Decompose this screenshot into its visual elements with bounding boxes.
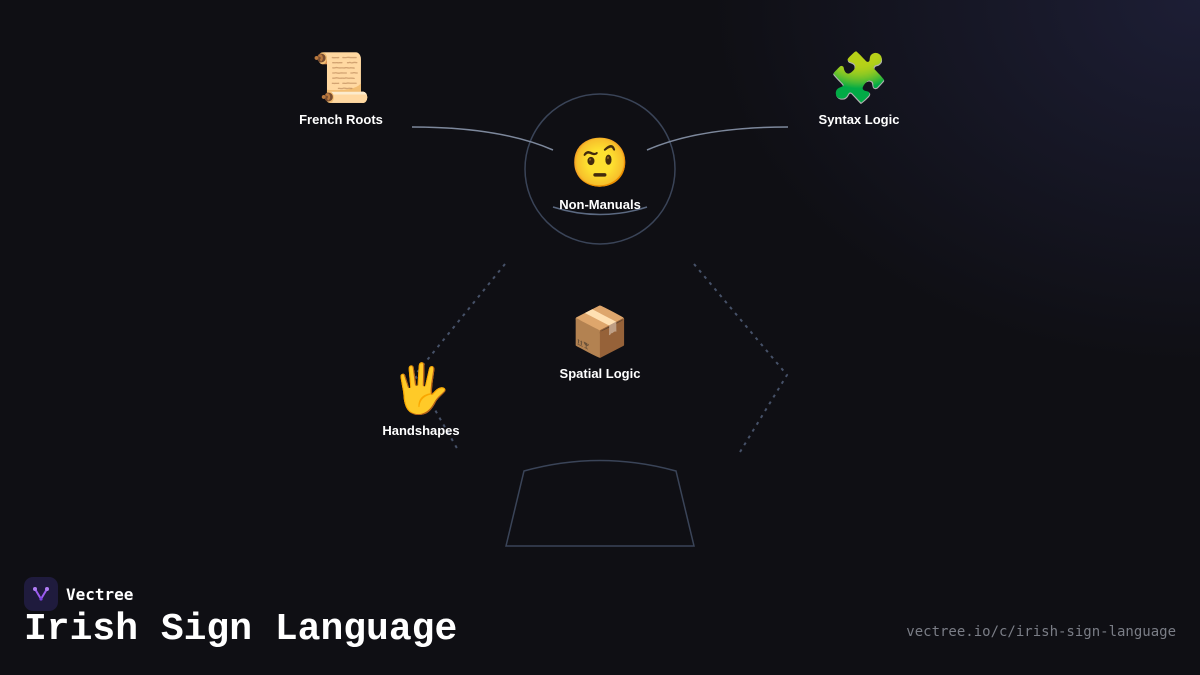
brand-name: Vectree	[66, 584, 134, 604]
node-label: Spatial Logic	[559, 366, 641, 381]
dotted-arm-left	[413, 263, 506, 451]
scroll-icon: 📜	[311, 50, 371, 106]
head-circle	[524, 93, 676, 245]
node-label: Handshapes	[382, 423, 460, 438]
page-title: Irish Sign Language	[24, 608, 458, 651]
node-label: Non-Manuals	[559, 197, 641, 212]
raised-eyebrow-face-icon: 🤨	[570, 135, 630, 191]
connector-syntax-logic	[646, 126, 789, 151]
node-handshapes: 🖐️ Handshapes	[331, 361, 511, 438]
node-french-roots: 📜 French Roots	[251, 50, 431, 127]
node-spatial-logic: 📦 Spatial Logic	[510, 304, 690, 381]
mouth-arc	[552, 206, 648, 216]
node-label: French Roots	[299, 112, 383, 127]
puzzle-icon: 🧩	[829, 50, 889, 106]
brand[interactable]: Vectree	[24, 577, 133, 611]
connector-french-roots	[411, 126, 554, 151]
vectree-logo-icon	[24, 577, 58, 611]
dotted-arm-right	[693, 263, 789, 453]
node-label: Syntax Logic	[818, 112, 900, 127]
node-non-manuals: 🤨 Non-Manuals	[510, 135, 690, 212]
node-syntax-logic: 🧩 Syntax Logic	[769, 50, 949, 127]
package-icon: 📦	[570, 304, 630, 360]
raised-hand-icon: 🖐️	[391, 361, 451, 417]
base-trapezoid	[505, 459, 695, 547]
page-url[interactable]: vectree.io/c/irish-sign-language	[906, 624, 1176, 640]
